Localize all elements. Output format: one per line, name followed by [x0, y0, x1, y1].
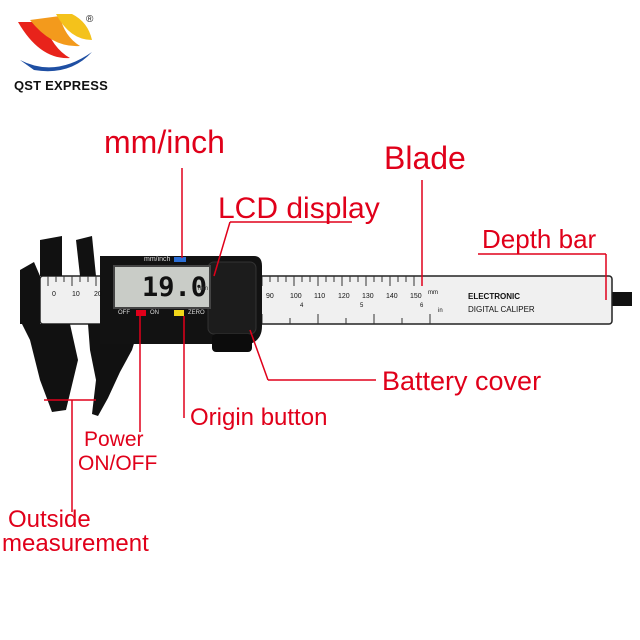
lcd-display	[113, 265, 211, 309]
mm-inch-button[interactable]	[174, 257, 186, 262]
off-label: OFF	[118, 310, 130, 316]
scale-number: 130	[362, 293, 374, 300]
inch-number: 6	[420, 303, 424, 309]
scale-number: 20	[94, 291, 102, 298]
label-lcd-display: LCD display	[218, 192, 380, 225]
scale-number: 100	[290, 293, 302, 300]
label-mm-inch: mm/inch	[104, 124, 225, 160]
label-origin-button: Origin button	[190, 404, 328, 431]
registered-mark: ®	[86, 14, 94, 25]
label-outside: Outside	[8, 506, 91, 533]
label-blade: Blade	[384, 140, 466, 176]
label-power: Power	[84, 428, 144, 451]
inch-number: 5	[360, 303, 364, 309]
zero-button[interactable]	[174, 310, 184, 316]
product-line-1: ELECTRONIC	[468, 292, 520, 301]
sliding-jaw	[88, 324, 140, 416]
callout-lines	[44, 168, 607, 512]
scale-number: 120	[338, 293, 350, 300]
scale-number: 110	[314, 293, 326, 300]
scale-ticks	[47, 276, 431, 324]
scale-number: 10	[72, 291, 80, 298]
brand-logo-mark	[18, 14, 92, 72]
lcd-reading: 19.0	[142, 272, 208, 303]
scale-number: 150	[410, 293, 422, 300]
scale-unit-in: in	[438, 308, 443, 314]
on-label: ON	[150, 310, 159, 316]
fixed-jaw	[22, 324, 78, 412]
scale-number: 90	[266, 293, 274, 300]
power-button[interactable]	[136, 310, 146, 316]
scale-number: 0	[52, 291, 56, 298]
scale-unit-mm: mm	[428, 290, 438, 296]
label-depth-bar: Depth bar	[482, 224, 597, 254]
mm-inch-key-label: mm/inch	[144, 256, 171, 263]
lcd-unit: mm	[198, 286, 208, 292]
zero-label: ZERO	[188, 310, 205, 316]
product-line-2: DIGITAL CALIPER	[468, 305, 535, 314]
brand-name: QST EXPRESS	[14, 78, 108, 93]
inch-number: 4	[300, 303, 304, 309]
scale-number: 140	[386, 293, 398, 300]
label-outside-measurement: measurement	[2, 530, 149, 557]
label-battery-cover: Battery cover	[382, 366, 542, 396]
label-power-onoff: ON/OFF	[78, 452, 158, 475]
